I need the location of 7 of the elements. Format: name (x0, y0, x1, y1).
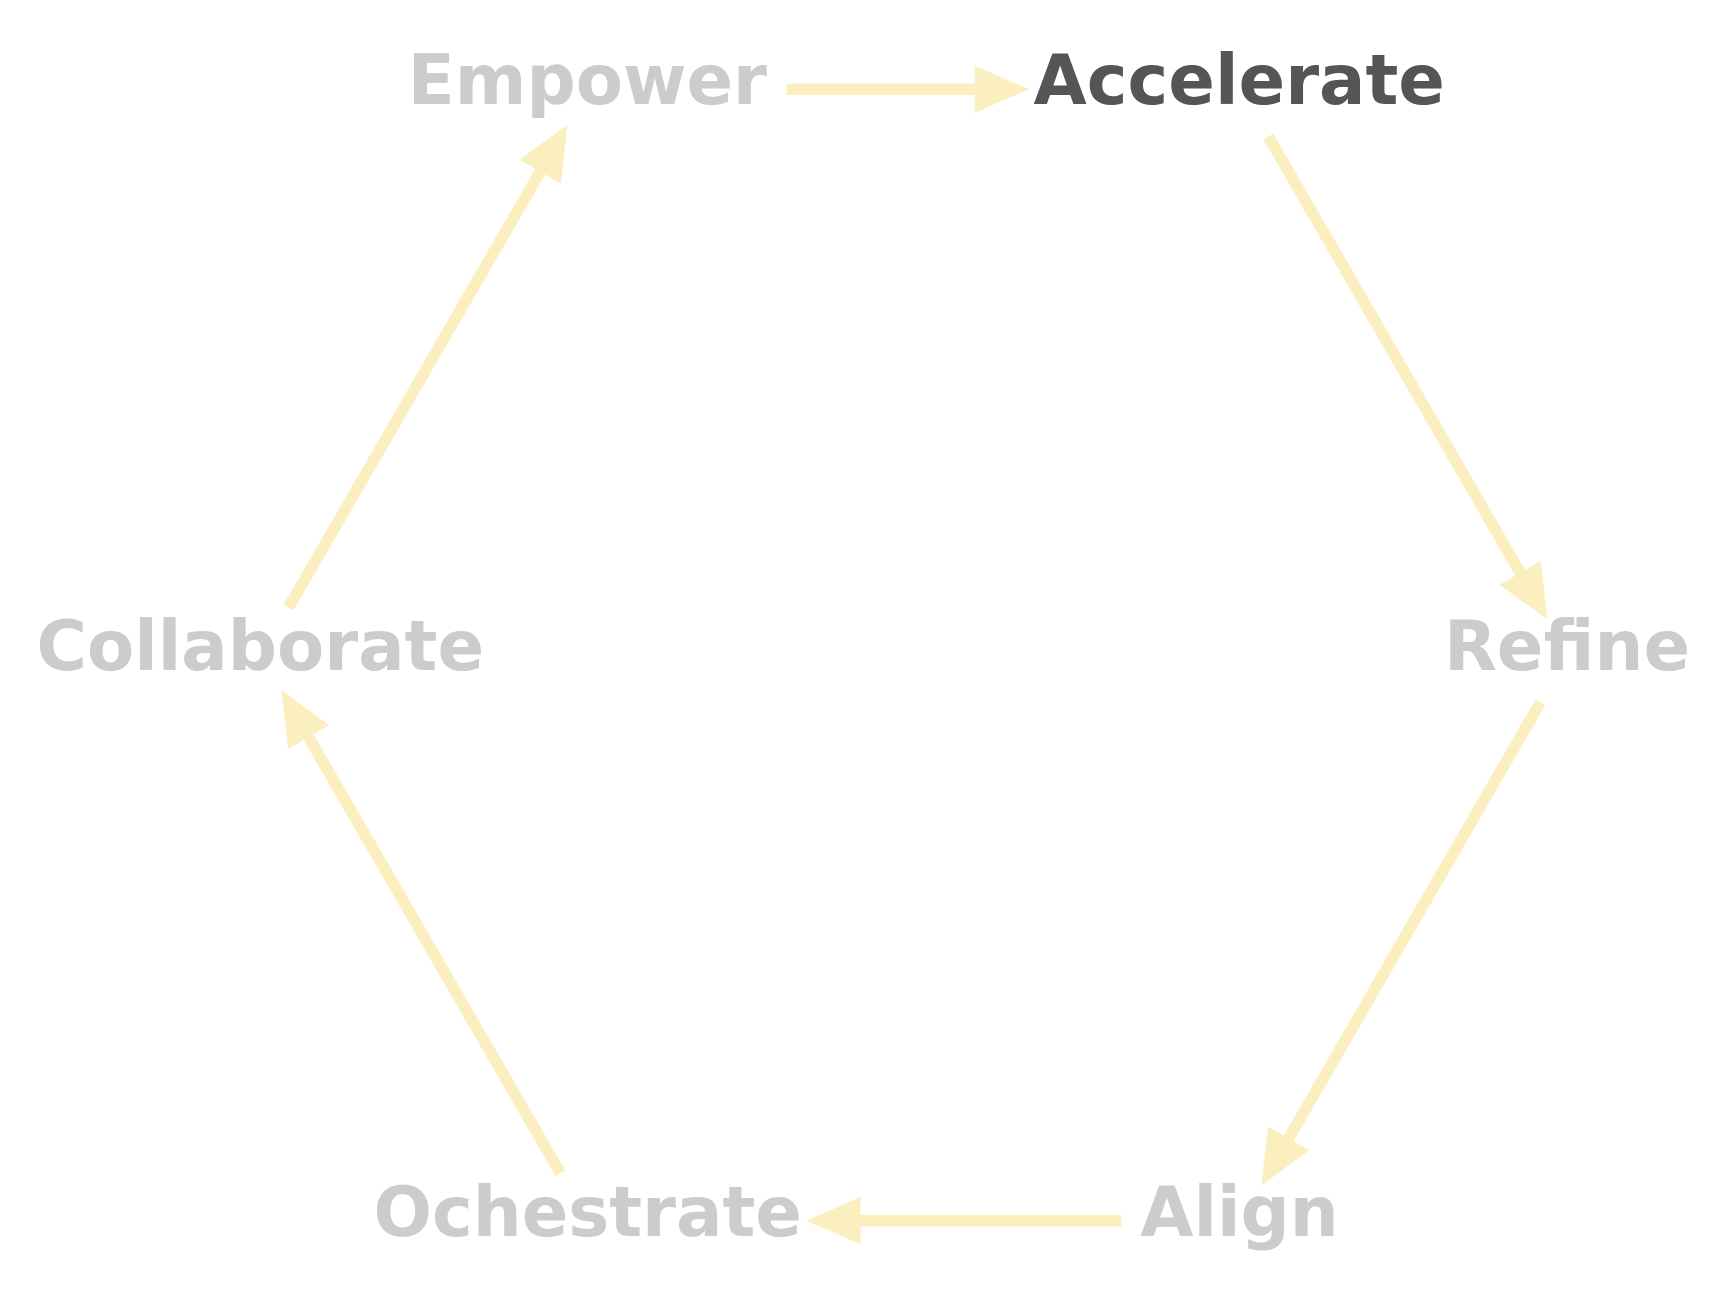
arrow (283, 123, 568, 611)
node-text: Accelerate (1033, 39, 1445, 120)
arrow (805, 1196, 1121, 1245)
arrow (1262, 133, 1547, 620)
arrow (280, 689, 565, 1176)
arrow (1260, 698, 1545, 1186)
arrow (785, 64, 1029, 113)
